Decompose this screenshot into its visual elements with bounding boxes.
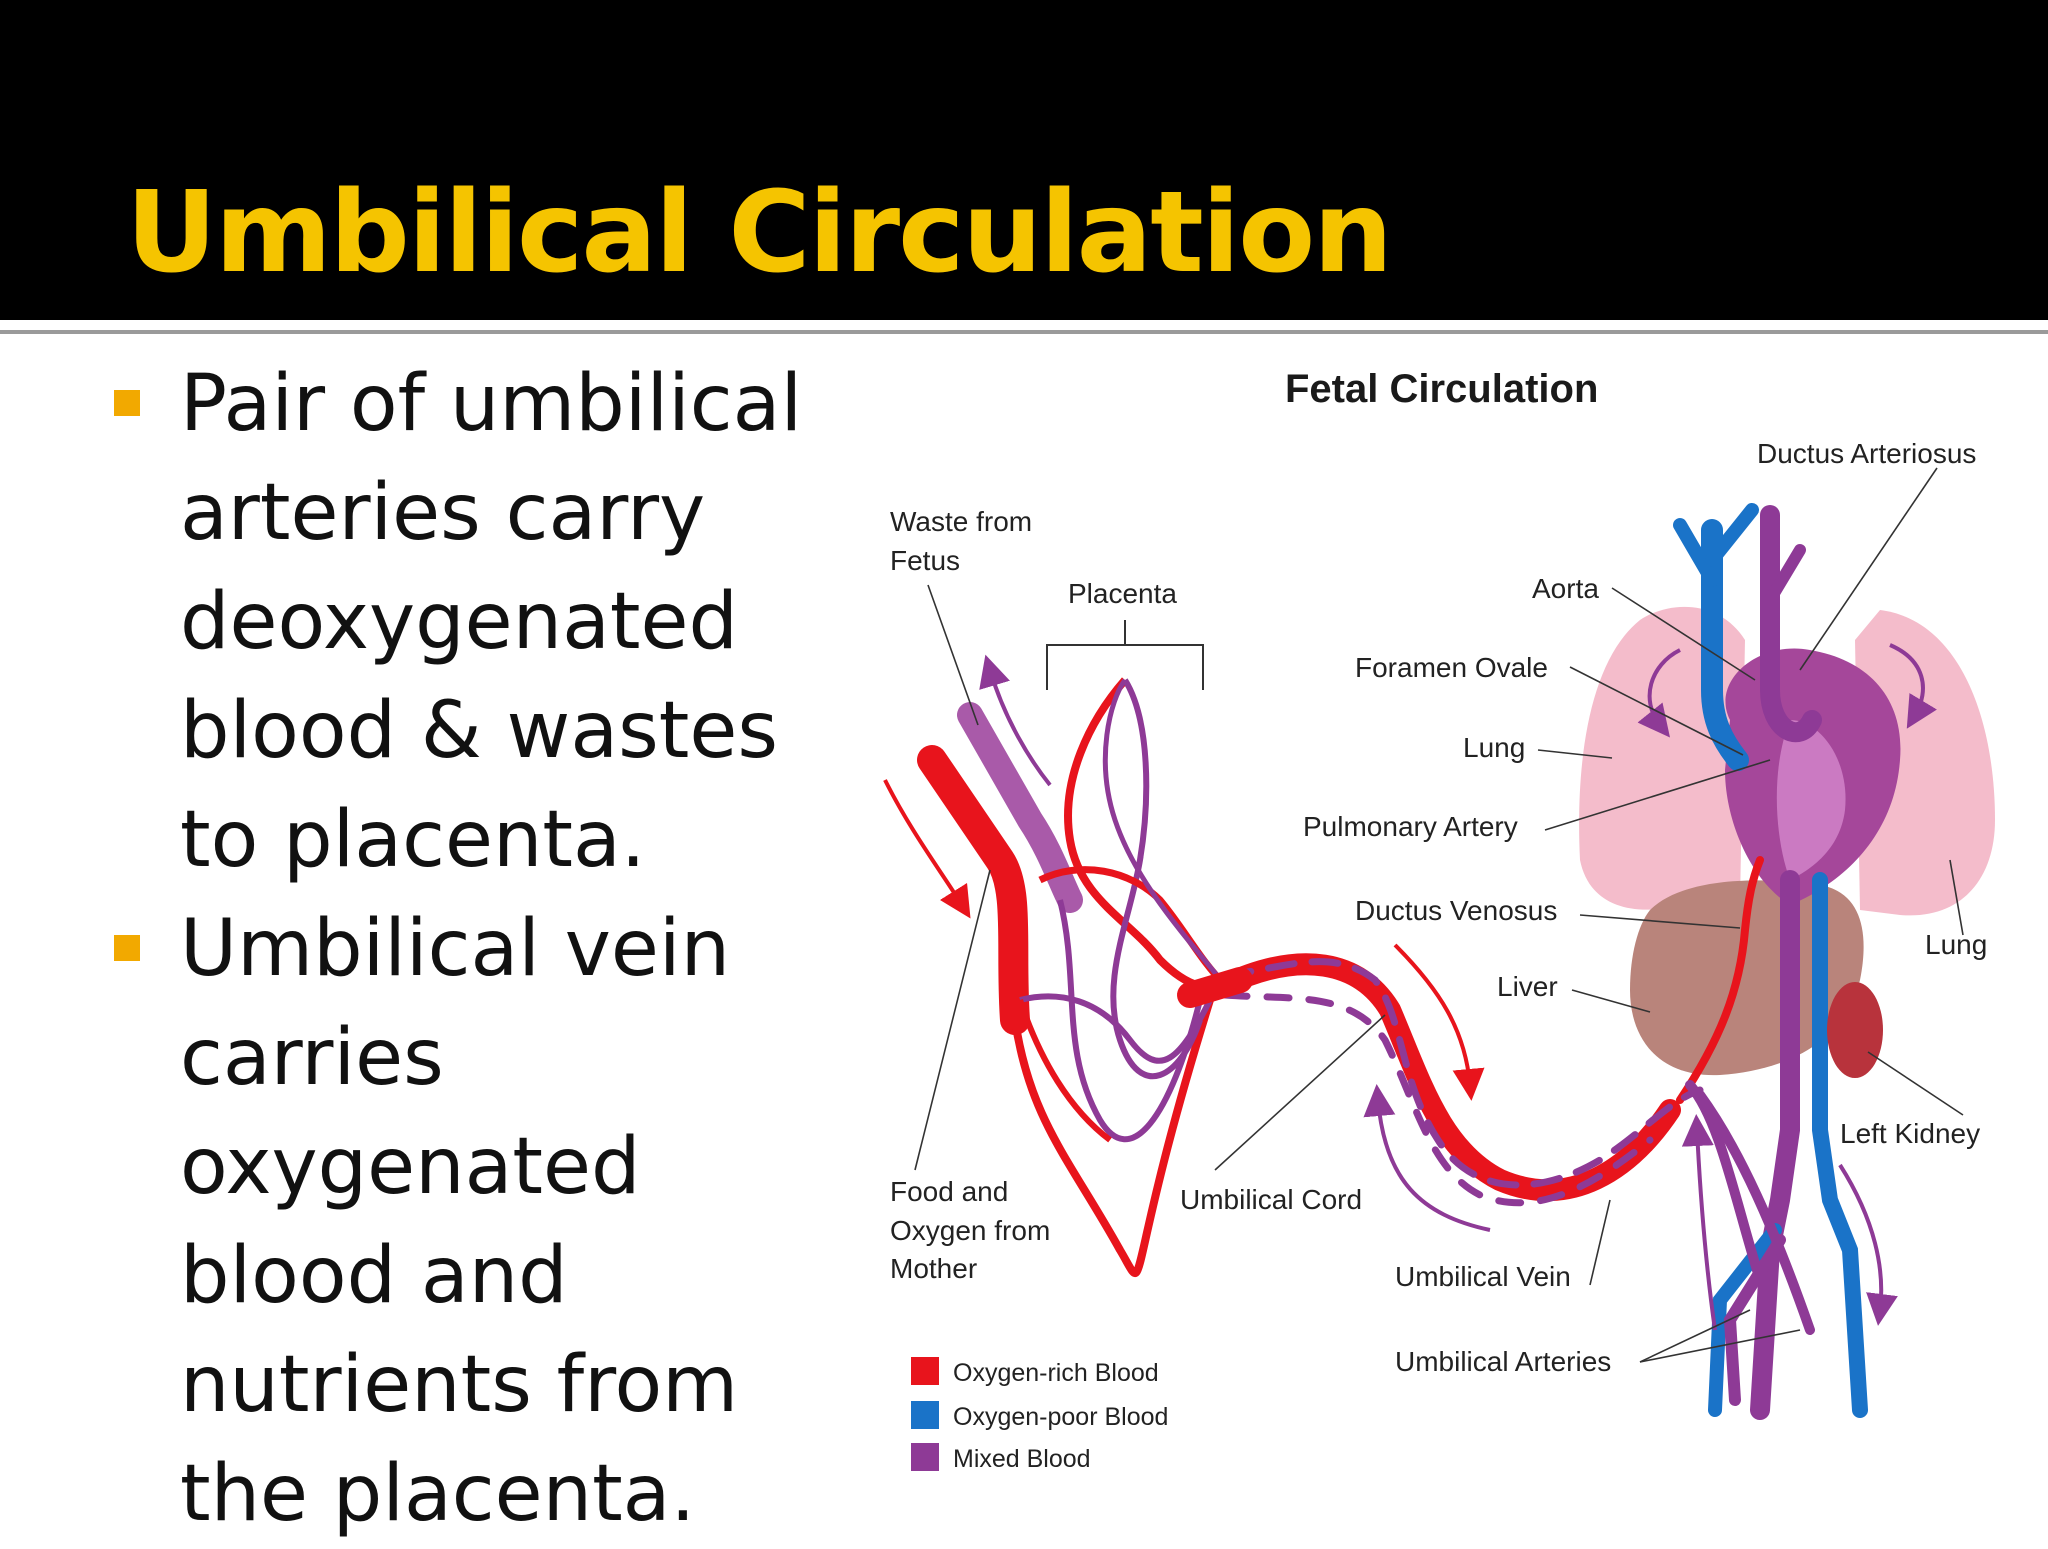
vena-cava-vessel — [1701, 519, 1749, 771]
label-ductus-venosus: Ductus Venosus — [1355, 895, 1557, 926]
placenta-vessel-1 — [1011, 998, 1214, 1277]
diagram-title: Fetal Circulation — [1285, 367, 1598, 411]
flow-arrow-maternal — [883, 779, 971, 919]
placenta-bracket — [1046, 620, 1204, 690]
fetal-circulation-diagram: Fetal Circulation — [860, 340, 2048, 1536]
umbilical-artery-fetal-b-vessel — [1695, 1090, 1815, 1335]
leader-kidney — [1867, 1051, 1964, 1116]
placenta-vessel-3 — [1064, 677, 1231, 992]
flow-arrow-lung-right — [1889, 643, 1937, 729]
legend-label-oxygen-poor: Oxygen-poor Blood — [953, 1403, 1168, 1431]
lung-right-shape — [1855, 610, 1995, 916]
placenta-vessel-6 — [1019, 993, 1213, 1064]
inferior-vena-cava-vessel — [1812, 872, 1868, 1418]
label-umbilical-vein: Umbilical Vein — [1395, 1261, 1571, 1292]
label-umbilical-arteries: Umbilical Arteries — [1395, 1346, 1611, 1377]
legend: Oxygen-rich Blood Oxygen-poor Blood Mixe… — [911, 1357, 1168, 1473]
leader-arteries-b — [1639, 1329, 1801, 1363]
aorta-branch-vessel — [1764, 544, 1806, 606]
header-white-gap — [0, 320, 2048, 326]
jugular-right-vessel — [1705, 503, 1759, 567]
slide-title: Umbilical Circulation — [126, 168, 1393, 298]
leader-liver — [1571, 989, 1651, 1013]
legend-label-oxygen-rich: Oxygen-rich Blood — [953, 1359, 1159, 1387]
label-lung-right: Lung — [1925, 929, 1987, 960]
umbilical-artery-a-vessel — [1221, 958, 1704, 1189]
label-liver: Liver — [1497, 971, 1558, 1002]
leader-arteries-a — [1639, 1309, 1751, 1363]
bullet-item-arteries: Pair of umbilical arteries carry deoxyge… — [110, 350, 810, 895]
label-foramen-ovale: Foramen Ovale — [1355, 652, 1548, 683]
flow-arrow-lung-left — [1637, 648, 1681, 738]
label-pulmonary-artery: Pulmonary Artery — [1303, 811, 1518, 842]
legend-label-mixed: Mixed Blood — [953, 1445, 1091, 1473]
bullet-list: Pair of umbilical arteries carry deoxyge… — [110, 350, 810, 1549]
leader-ductus-venosus — [1579, 914, 1741, 929]
label-placenta: Placenta — [1068, 578, 1177, 609]
heart-chamber-shape — [1776, 720, 1846, 880]
flow-arrow-cord-artery — [1363, 1084, 1491, 1232]
bullet-text-arteries: Pair of umbilical arteries carry deoxyge… — [180, 359, 803, 885]
leader-pulmonary-artery — [1544, 759, 1771, 831]
placenta-vessel-8 — [1017, 999, 1112, 1143]
legend-swatch-oxygen-rich — [911, 1357, 939, 1385]
left-kidney-shape — [1827, 982, 1883, 1078]
label-waste-from: Waste from — [890, 506, 1032, 537]
leader-foramen-ovale — [1569, 666, 1744, 756]
bullet-square-icon — [114, 935, 140, 961]
bullet-text-vein: Umbilical vein carries oxygenated blood … — [180, 904, 739, 1539]
leader-umbilical-vein — [1589, 1199, 1611, 1286]
label-food-and: Food and — [890, 1176, 1008, 1207]
label-fetus: Fetus — [890, 545, 960, 576]
leader-lung-right — [1949, 859, 1964, 936]
leader-lines — [914, 467, 1964, 1363]
aorta-vessel — [1760, 505, 1822, 743]
placenta-vessel-2 — [1057, 899, 1203, 1143]
legend-swatch-oxygen-poor — [911, 1401, 939, 1429]
leader-waste — [927, 584, 979, 726]
legend-swatch-mixed — [911, 1443, 939, 1471]
bullet-item-vein: Umbilical vein carries oxygenated blood … — [110, 895, 810, 1549]
flow-arrow-cord-vein — [1393, 943, 1485, 1101]
placenta-vessel-4 — [1110, 678, 1203, 1080]
header-divider — [0, 330, 2048, 334]
label-aorta: Aorta — [1532, 573, 1599, 604]
label-left-kidney: Left Kidney — [1840, 1118, 1980, 1149]
flow-arrow-leg — [1838, 1163, 1898, 1326]
ductus-venosus-vessel — [1676, 856, 1764, 1104]
label-umbilical-cord: Umbilical Cord — [1180, 1184, 1362, 1215]
diagram-svg: Fetal Circulation — [883, 367, 1995, 1473]
fetal-waste-vessel — [957, 702, 1083, 913]
leader-ductus-arteriosus — [1799, 467, 1938, 671]
leader-lung-left — [1537, 749, 1613, 759]
umbilical-artery-b-vessel — [1221, 991, 1654, 1207]
maternal-artery-vessel — [917, 745, 1030, 1035]
placenta-junction-vessel — [1177, 967, 1253, 1008]
leader-cord — [1214, 1014, 1386, 1171]
label-lung-left: Lung — [1463, 732, 1525, 763]
bullet-square-icon — [114, 390, 140, 416]
label-ductus-arteriosus: Ductus Arteriosus — [1757, 438, 1976, 469]
jugular-left-vessel — [1673, 518, 1719, 587]
liver-shape — [1630, 880, 1864, 1076]
flow-arrow-waste — [979, 654, 1052, 787]
title-bar: Umbilical Circulation — [0, 0, 2048, 320]
leader-aorta — [1611, 587, 1756, 681]
label-oxygen-from: Oxygen from — [890, 1215, 1050, 1246]
flow-arrow-fetal-artery — [1681, 1114, 1717, 1331]
descending-aorta-vessel — [1750, 870, 1800, 1420]
label-mother: Mother — [890, 1253, 977, 1284]
leader-food — [914, 869, 991, 1171]
placenta-vessel-7 — [1102, 678, 1227, 987]
